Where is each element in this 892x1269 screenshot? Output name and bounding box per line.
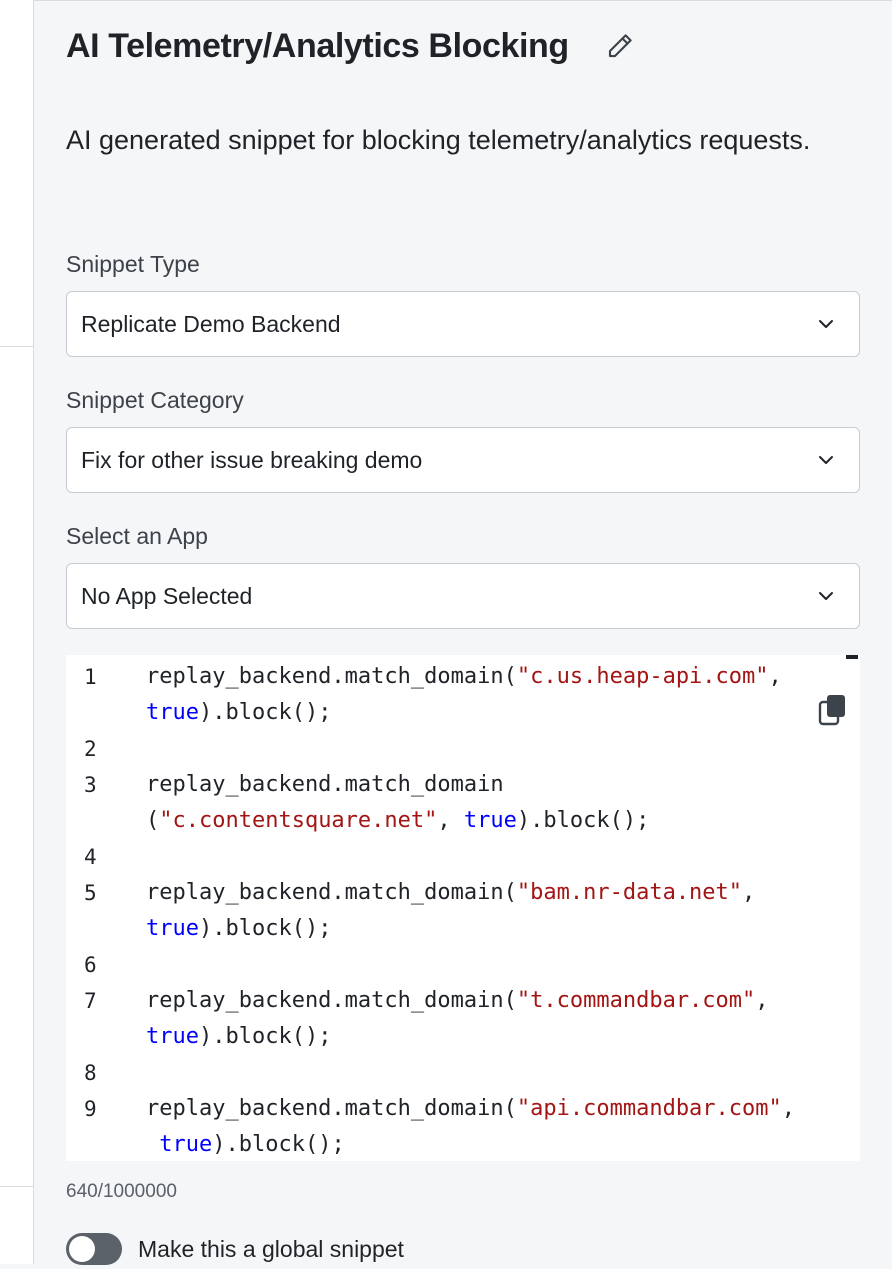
snippet-category-select[interactable]: Fix for other issue breaking demo [66, 427, 860, 493]
code-keyword: true [146, 1132, 213, 1157]
code-line: true).block(); [66, 1019, 860, 1055]
code-keyword: true [146, 1024, 199, 1049]
code-string: "c.contentsquare.net" [159, 808, 438, 833]
code-token: replay_backend.match_domain( [146, 988, 517, 1013]
code-text: true).block(); [146, 1019, 331, 1055]
code-string: "t.commandbar.com" [516, 988, 756, 1013]
code-text: replay_backend.match_domain [146, 767, 504, 803]
code-token: , [742, 880, 756, 905]
code-line: true).block(); [66, 1127, 860, 1161]
code-line: 7 replay_backend.match_domain("t.commandb… [66, 983, 860, 1019]
line-number: 9 [84, 1097, 97, 1121]
code-token: ).block(); [198, 916, 332, 941]
code-token: replay_backend.match_domain( [146, 880, 517, 905]
code-text: ("c.contentsquare.net", true).block(); [146, 803, 649, 839]
code-keyword: true [463, 808, 517, 833]
code-token: ).block(); [212, 1132, 345, 1157]
rail-divider [0, 346, 34, 347]
chevron-down-icon [815, 449, 837, 471]
snippet-type-value: Replicate Demo Backend [81, 310, 341, 337]
line-number: 8 [84, 1061, 97, 1085]
left-rail [0, 0, 34, 1264]
code-string: "api.commandbar.com" [516, 1096, 782, 1121]
pencil-icon[interactable] [605, 31, 635, 61]
code-token: ).block(); [516, 808, 650, 833]
code-token: replay_backend.match_domain [146, 772, 504, 797]
code-line: true).block(); [66, 911, 860, 947]
line-number: 1 [84, 665, 97, 689]
code-line: 2 [66, 731, 860, 767]
code-string: "c.us.heap-api.com" [516, 664, 769, 689]
chevron-down-icon [815, 585, 837, 607]
toggle-knob [69, 1236, 95, 1262]
code-token: , [437, 808, 464, 833]
line-number: 3 [84, 773, 97, 797]
line-number: 6 [84, 953, 97, 977]
line-number: 5 [84, 881, 97, 905]
code-line: 8 [66, 1055, 860, 1091]
code-text: true).block(); [146, 695, 331, 731]
code-line: ("c.contentsquare.net", true).block(); [66, 803, 860, 839]
code-line: 3 replay_backend.match_domain [66, 767, 860, 803]
code-line: 4 [66, 839, 860, 875]
code-keyword: true [146, 916, 199, 941]
snippet-type-select[interactable]: Replicate Demo Backend [66, 291, 860, 357]
code-token: , [755, 988, 769, 1013]
line-number: 4 [84, 845, 97, 869]
code-string: "bam.nr-data.net" [516, 880, 743, 905]
code-line: 6 [66, 947, 860, 983]
character-counter: 640/1000000 [66, 1181, 177, 1202]
code-token: ).block(); [198, 1024, 332, 1049]
page-title: AI Telemetry/Analytics Blocking [66, 26, 569, 65]
editor-cursor [846, 655, 858, 659]
code-keyword: true [146, 700, 199, 725]
snippet-category-label: Snippet Category [66, 387, 244, 413]
code-text: replay_backend.match_domain("t.commandba… [146, 983, 769, 1019]
code-text: replay_backend.match_domain("c.us.heap-a… [146, 659, 782, 695]
app-select[interactable]: No App Selected [66, 563, 860, 629]
app-value: No App Selected [81, 582, 253, 609]
code-token: replay_backend.match_domain( [146, 664, 517, 689]
code-token: ).block(); [198, 700, 332, 725]
snippet-type-label: Snippet Type [66, 251, 200, 277]
global-snippet-row: Make this a global snippet [66, 1229, 404, 1269]
chevron-down-icon [815, 313, 837, 335]
code-token: replay_backend.match_domain( [146, 1096, 517, 1121]
code-line: 1 replay_backend.match_domain("c.us.heap-… [66, 659, 860, 695]
code-line: 5 replay_backend.match_domain("bam.nr-dat… [66, 875, 860, 911]
global-snippet-toggle[interactable] [66, 1233, 122, 1265]
snippet-category-value: Fix for other issue breaking demo [81, 446, 423, 473]
title-row: AI Telemetry/Analytics Blocking [66, 23, 635, 69]
code-line: 9 replay_backend.match_domain("api.comman… [66, 1091, 860, 1127]
code-text: true).block(); [146, 911, 331, 947]
code-text: true).block(); [146, 1127, 345, 1161]
code-token: , [768, 664, 782, 689]
global-snippet-label: Make this a global snippet [138, 1235, 404, 1262]
code-line: true).block(); [66, 695, 860, 731]
code-token: , [781, 1096, 796, 1121]
code-text: replay_backend.match_domain("bam.nr-data… [146, 875, 755, 911]
copy-icon[interactable] [818, 693, 848, 727]
app-label: Select an App [66, 523, 208, 549]
snippet-description: AI generated snippet for blocking teleme… [66, 125, 811, 155]
line-number: 7 [84, 989, 97, 1013]
line-number: 2 [84, 737, 97, 761]
code-text: replay_backend.match_domain("api.command… [146, 1091, 795, 1127]
snippet-panel: AI Telemetry/Analytics Blocking AI gener… [34, 0, 892, 1265]
code-token: ( [146, 808, 160, 833]
rail-divider [0, 1186, 34, 1187]
